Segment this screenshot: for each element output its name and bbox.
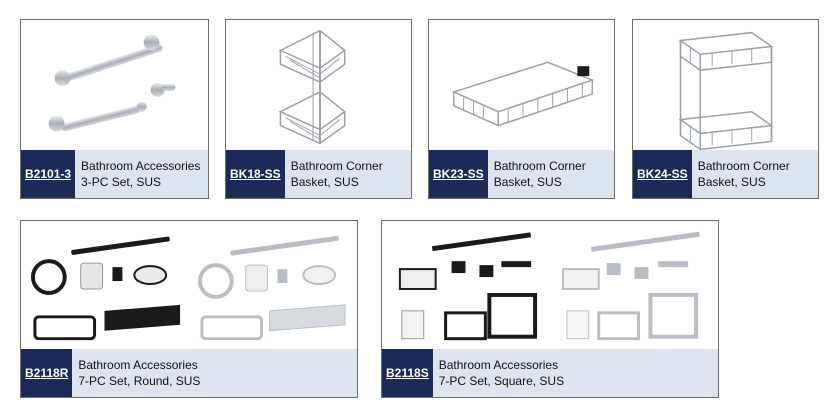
product-card-b2118r[interactable]: B2118R Bathroom Accessories 7-PC Set, Ro…: [20, 220, 358, 398]
product-description: Bathroom Corner Basket, SUS: [290, 159, 383, 189]
product-code[interactable]: B2101-3: [21, 150, 76, 198]
product-image-7pc-square-set: [382, 221, 718, 351]
product-image-7pc-round-set: [21, 221, 357, 351]
product-card-bk18-ss[interactable]: BK18-SS Bathroom Corner Basket, SUS: [225, 19, 412, 199]
product-caption: BK23-SS Bathroom Corner Basket, SUS: [429, 150, 614, 198]
product-caption: B2101-3 Bathroom Accessories 3-PC Set, S…: [21, 150, 208, 198]
product-code[interactable]: B2118S: [382, 349, 433, 397]
product-code[interactable]: BK23-SS: [429, 150, 488, 198]
product-description: Bathroom Corner Basket, SUS: [493, 159, 586, 189]
product-description: Bathroom Accessories 7-PC Set, Square, S…: [438, 358, 565, 388]
product-code[interactable]: BK24-SS: [633, 150, 692, 198]
product-description: Bathroom Accessories 3-PC Set, SUS: [81, 159, 201, 189]
product-caption: BK18-SS Bathroom Corner Basket, SUS: [226, 150, 411, 198]
product-caption: BK24-SS Bathroom Corner Basket, SUS: [633, 150, 818, 198]
product-card-bk24-ss[interactable]: BK24-SS Bathroom Corner Basket, SUS: [632, 19, 819, 199]
product-card-b2118s[interactable]: B2118S Bathroom Accessories 7-PC Set, Sq…: [381, 220, 719, 398]
product-description: Bathroom Accessories 7-PC Set, Round, SU…: [78, 358, 201, 388]
product-card-b2101-3[interactable]: B2101-3 Bathroom Accessories 3-PC Set, S…: [20, 19, 209, 199]
product-code[interactable]: B2118R: [21, 349, 73, 397]
product-description: Bathroom Corner Basket, SUS: [697, 159, 790, 189]
product-caption: B2118R Bathroom Accessories 7-PC Set, Ro…: [21, 349, 357, 397]
product-image-corner-basket: [633, 20, 818, 152]
product-image-3pc-set: [21, 20, 208, 152]
product-caption: B2118S Bathroom Accessories 7-PC Set, Sq…: [382, 349, 718, 397]
product-image-corner-basket: [429, 20, 614, 152]
product-image-corner-basket: [226, 20, 411, 152]
product-card-bk23-ss[interactable]: BK23-SS Bathroom Corner Basket, SUS: [428, 19, 615, 199]
product-code[interactable]: BK18-SS: [226, 150, 285, 198]
